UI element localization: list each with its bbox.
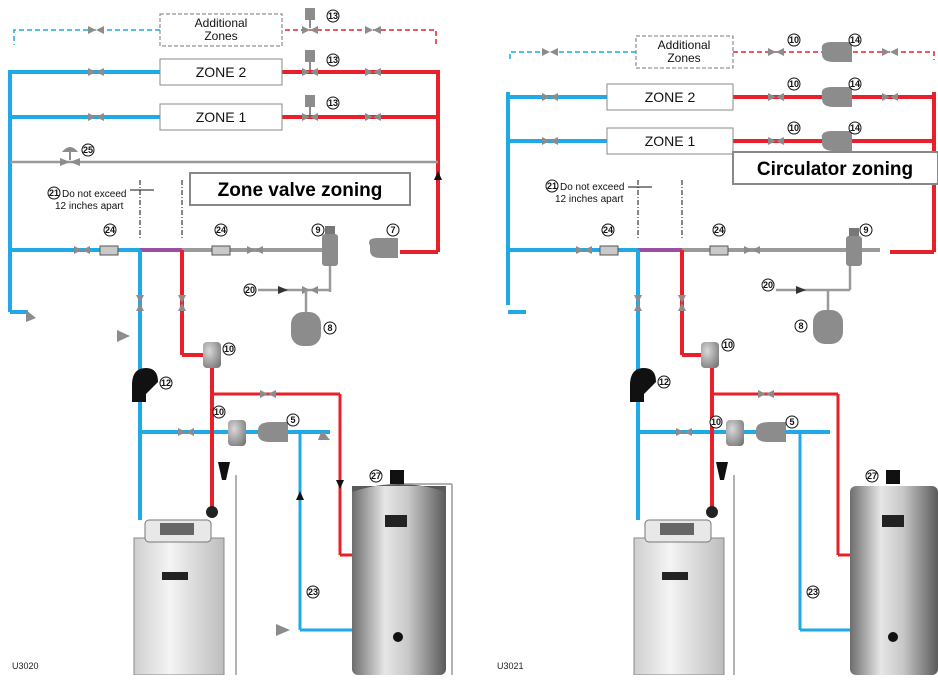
note-number: 21 — [547, 181, 557, 191]
callout: 24 — [105, 225, 115, 235]
callout: 9 — [315, 225, 320, 235]
diagram-title-box — [189, 172, 411, 206]
zone-label-1: ZONE 1 — [196, 109, 247, 125]
diagram-title: Circulator zoning — [757, 159, 913, 180]
callout: 10 — [711, 417, 721, 427]
flow-check-icon — [203, 342, 221, 368]
callout: 10 — [214, 407, 224, 417]
callout: 23 — [808, 587, 818, 597]
right-callouts: 10 14 10 14 10 14 24 24 9 20 8 10 10 5 1… — [601, 33, 879, 599]
zone-label-additional-line2: Zones — [204, 29, 237, 43]
return-pipe — [13, 29, 160, 45]
callout: 20 — [763, 280, 773, 290]
note-line2: 12 inches apart — [555, 194, 624, 205]
boiler-circulator-icon — [132, 368, 158, 402]
callout: 10 — [789, 79, 799, 89]
note-line1: Do not exceed — [560, 182, 625, 193]
callout: 12 — [659, 377, 669, 387]
diagram-title: Zone valve zoning — [218, 180, 383, 201]
left-callouts: 13 13 13 25 24 24 9 7 20 8 10 10 5 12 27… — [81, 9, 400, 599]
callout: 20 — [245, 285, 255, 295]
callout: 27 — [867, 471, 877, 481]
callout: 7 — [390, 225, 395, 235]
callout: 14 — [850, 79, 860, 89]
callout: 24 — [603, 225, 613, 235]
callout: 24 — [216, 225, 226, 235]
callout: 10 — [723, 340, 733, 350]
note-number: 21 — [49, 188, 59, 198]
callout: 14 — [850, 35, 860, 45]
callout: 5 — [789, 417, 794, 427]
callout: 24 — [714, 225, 724, 235]
zone-box-1 — [159, 103, 283, 131]
zone-label-additional-line1: Additional — [658, 38, 711, 52]
diagram-code: U3021 — [497, 661, 524, 671]
callout: 13 — [328, 98, 338, 108]
zone-label-1: ZONE 1 — [645, 133, 696, 149]
note-line2: 12 inches apart — [55, 201, 124, 212]
zone-label-2: ZONE 2 — [645, 89, 696, 105]
callout: 10 — [789, 35, 799, 45]
diagram-code: U3020 — [12, 661, 39, 671]
zone-label-2: ZONE 2 — [196, 64, 247, 80]
relief-valve-icon — [218, 462, 230, 480]
callout: 10 — [224, 344, 234, 354]
flow-check-icon — [228, 420, 246, 446]
zone-label-additional-line1: Additional — [195, 16, 248, 30]
zone-circulator-icon — [821, 87, 852, 107]
dhw-circulator-icon — [258, 422, 288, 442]
note-line1: Do not exceed — [62, 189, 127, 200]
zone-valve-icon — [302, 8, 318, 121]
zone-box-additional — [159, 13, 283, 47]
zone-box-2 — [159, 58, 283, 86]
callout: 25 — [83, 145, 93, 155]
circulator-icon — [369, 238, 398, 258]
strainer-icon — [99, 245, 119, 256]
right-diagram: Additional Zones ZONE 2 ZONE 1 Circulato… — [497, 35, 938, 676]
callout: 5 — [290, 415, 295, 425]
strainer-icon — [211, 245, 231, 256]
supply-pipe — [285, 29, 437, 45]
callout: 8 — [798, 321, 803, 331]
callout: 14 — [850, 123, 860, 133]
callout: 13 — [328, 55, 338, 65]
zone-label-additional-line2: Zones — [667, 51, 700, 65]
expansion-tank-icon — [291, 312, 321, 346]
callout: 10 — [789, 123, 799, 133]
water-heater-icon — [352, 484, 446, 675]
callout: 23 — [308, 587, 318, 597]
callout: 8 — [327, 323, 332, 333]
callout: 12 — [161, 378, 171, 388]
air-separator-icon — [322, 234, 338, 266]
callout: 13 — [328, 11, 338, 21]
boiler-icon — [133, 519, 225, 676]
callout: 9 — [863, 225, 868, 235]
callout: 27 — [371, 471, 381, 481]
zone-circulator-icon — [821, 131, 852, 151]
left-diagram: Additional Zones ZONE 2 ZONE 1 Zone valv… — [8, 8, 453, 676]
zone-circulator-icon — [821, 42, 852, 62]
